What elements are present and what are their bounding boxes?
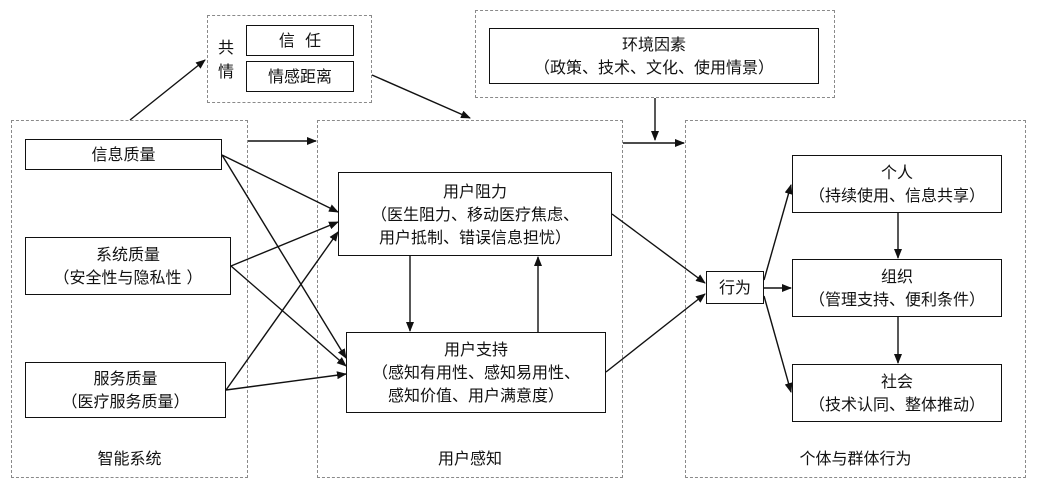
service-quality-detail: （医疗服务质量） (61, 392, 190, 411)
emotional-distance-box: 情感距离 (246, 61, 354, 92)
user-resistance-line2: 用户抵制、错误信息担忧） (378, 227, 571, 247)
behavior-hub-label: 行为 (718, 278, 751, 297)
individual-box: 个人 （持续使用、信息共享） (792, 155, 1002, 213)
system-quality-label: 系统质量 (95, 245, 160, 264)
organization-box: 组织 （管理支持、便利条件） (792, 259, 1002, 317)
environment-factors-box: 环境因素 （政策、技术、文化、使用情景） (489, 28, 819, 84)
behavior-hub-box: 行为 (706, 271, 764, 304)
user-support-title: 用户支持 (443, 340, 508, 359)
arrow-system-to-empathy (129, 59, 206, 121)
user-perception-group-label: 用户感知 (437, 449, 502, 468)
user-resistance-box: 用户阻力 （医生阻力、移动医疗焦虑、 用户抵制、错误信息担忧） (338, 172, 612, 256)
society-title: 社会 (880, 372, 913, 391)
service-quality-label: 服务质量 (93, 369, 158, 388)
society-box: 社会 （技术认同、整体推动） (792, 364, 1002, 422)
organization-title: 组织 (880, 267, 913, 286)
arrow-empathy-to-perception (371, 74, 471, 119)
environment-title: 环境因素 (621, 35, 686, 54)
individual-detail: （持续使用、信息共享） (808, 186, 985, 205)
empathy-side-label-bottom: 情 (217, 62, 234, 81)
empathy-side-label-top: 共 (217, 38, 234, 57)
emotional-distance-label: 情感距离 (267, 67, 332, 86)
user-support-line2: 感知价值、用户满意度） (387, 386, 564, 405)
user-support-line1: （感知有用性、感知易用性、 (371, 363, 580, 382)
service-quality-box: 服务质量 （医疗服务质量） (25, 362, 226, 418)
user-support-box: 用户支持 （感知有用性、感知易用性、 感知价值、用户满意度） (346, 332, 606, 413)
trust-box: 信 任 (246, 25, 354, 56)
trust-label: 信 任 (278, 31, 322, 50)
individual-title: 个人 (880, 163, 913, 182)
environment-group (475, 10, 835, 98)
smart-system-group (11, 120, 248, 478)
organization-detail: （管理支持、便利条件） (808, 290, 985, 309)
system-quality-box: 系统质量 （安全性与隐私性 ） (25, 237, 231, 295)
smart-system-group-label: 智能系统 (97, 449, 162, 468)
environment-detail: （政策、技术、文化、使用情景） (533, 58, 774, 77)
info-quality-label: 信息质量 (91, 145, 156, 164)
empathy-group (207, 15, 372, 103)
user-resistance-title: 用户阻力 (442, 181, 507, 201)
society-detail: （技术认同、整体推动） (808, 395, 985, 414)
system-quality-detail: （安全性与隐私性 ） (53, 268, 203, 287)
behavior-group-label: 个体与群体行为 (799, 449, 912, 468)
user-resistance-line1: （医生阻力、移动医疗焦虑、 (370, 204, 579, 224)
info-quality-box: 信息质量 (25, 139, 222, 170)
